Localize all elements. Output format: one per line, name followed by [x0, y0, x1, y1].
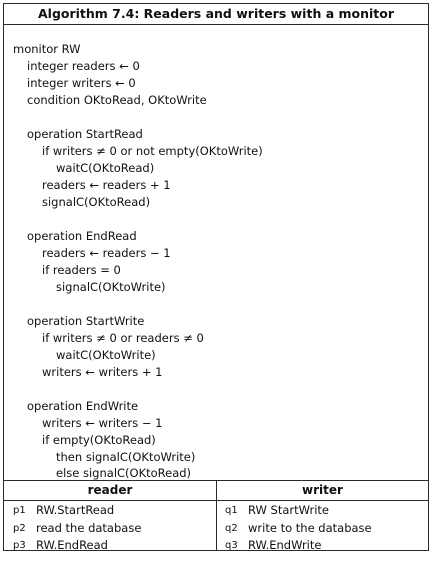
reader-line-text: RW.StartRead	[36, 503, 115, 517]
writer-header: writer	[217, 481, 428, 501]
code-line: operation EndRead	[27, 229, 137, 243]
code-line: if empty(OKtoRead)	[42, 433, 156, 447]
column-divider	[216, 481, 217, 551]
process-table: reader writer p1 RW.StartRead p2 read th…	[4, 481, 428, 552]
code-line: readers ← readers + 1	[42, 178, 171, 192]
code-line: signalC(OKtoRead)	[42, 195, 151, 209]
reader-header: reader	[4, 481, 216, 501]
writer-line-label: q2	[225, 523, 238, 534]
code-line: writers ← writers − 1	[42, 416, 163, 430]
code-line: if readers = 0	[42, 263, 121, 277]
reader-line-label: p3	[13, 540, 26, 551]
code-line: writers ← writers + 1	[42, 365, 163, 379]
code-line: readers ← readers − 1	[42, 246, 171, 260]
algorithm-title: Algorithm 7.4: Readers and writers with …	[4, 4, 428, 25]
code-line: operation StartRead	[27, 127, 143, 141]
code-line: signalC(OKtoWrite)	[56, 280, 166, 294]
reader-line-label: p2	[13, 523, 26, 534]
writer-line-label: q3	[225, 540, 238, 551]
code-line: operation EndWrite	[27, 399, 139, 413]
writer-line-text: RW.EndWrite	[248, 538, 322, 552]
code-line: if writers ≠ 0 or not empty(OKtoWrite)	[42, 144, 263, 158]
reader-line-label: p1	[13, 505, 26, 516]
code-line: waitC(OKtoRead)	[56, 161, 155, 175]
writer-line-label: q1	[225, 505, 238, 516]
reader-line-text: read the database	[36, 521, 142, 535]
writer-line-text: RW StartWrite	[248, 503, 330, 517]
algorithm-box: Algorithm 7.4: Readers and writers with …	[3, 3, 429, 552]
code-line: then signalC(OKtoWrite)	[56, 450, 196, 464]
monitor-code-block: monitor RW integer readers ← 0 integer w…	[4, 25, 428, 481]
writer-line-text: write to the database	[248, 521, 372, 535]
code-line: if writers ≠ 0 or readers ≠ 0	[42, 331, 204, 345]
code-line: integer writers ← 0	[27, 76, 136, 90]
code-line: operation StartWrite	[27, 314, 145, 328]
code-line: waitC(OKtoWrite)	[56, 348, 156, 362]
reader-line-text: RW.EndRead	[36, 538, 108, 552]
code-line: else signalC(OKtoRead)	[56, 466, 192, 480]
code-line: monitor RW	[13, 42, 81, 56]
code-line: condition OKtoRead, OKtoWrite	[27, 93, 207, 107]
code-line: integer readers ← 0	[27, 59, 140, 73]
